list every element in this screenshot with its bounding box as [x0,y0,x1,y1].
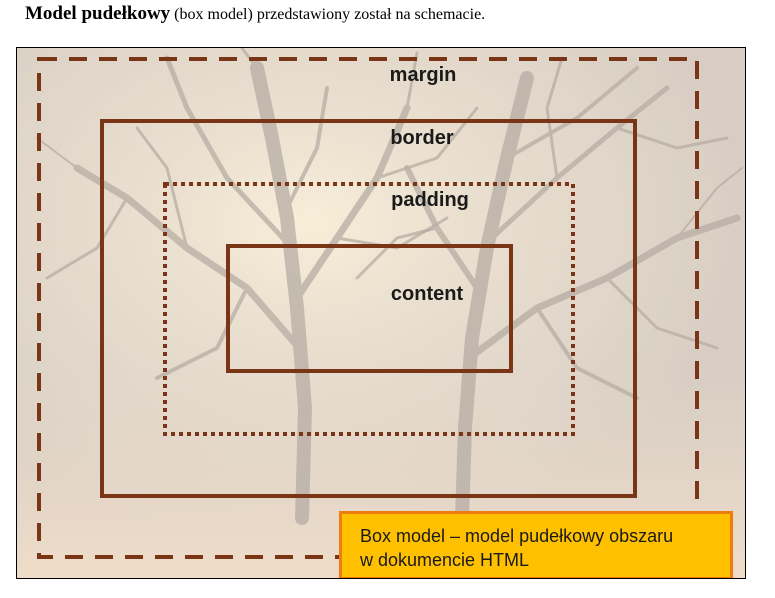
content-box [226,244,513,373]
border-label: border [390,127,454,149]
content-label: content [390,283,464,305]
border-box [100,119,637,498]
tree-background-photo [17,48,745,578]
caption-line-2: w dokumencie HTML [360,550,530,570]
tree-silhouette-left [36,48,479,525]
caption-line-1: Box model – model pudełkowy obszaru [360,526,674,546]
box-model-diagram [17,48,745,578]
heading-rest: (box model) przedstawiony został na sche… [170,6,486,23]
heading-bold: Model pudełkowy [25,3,171,24]
padding-label: padding [391,189,469,211]
margin-label: margin [389,64,457,86]
padding-box [163,182,575,436]
box-model-figure: margin border padding content Box model … [16,47,746,579]
page-heading: Model pudełkowy (box model) przedstawion… [25,3,485,25]
caption-box: Box model – model pudełkowy obszaru w do… [339,511,733,578]
